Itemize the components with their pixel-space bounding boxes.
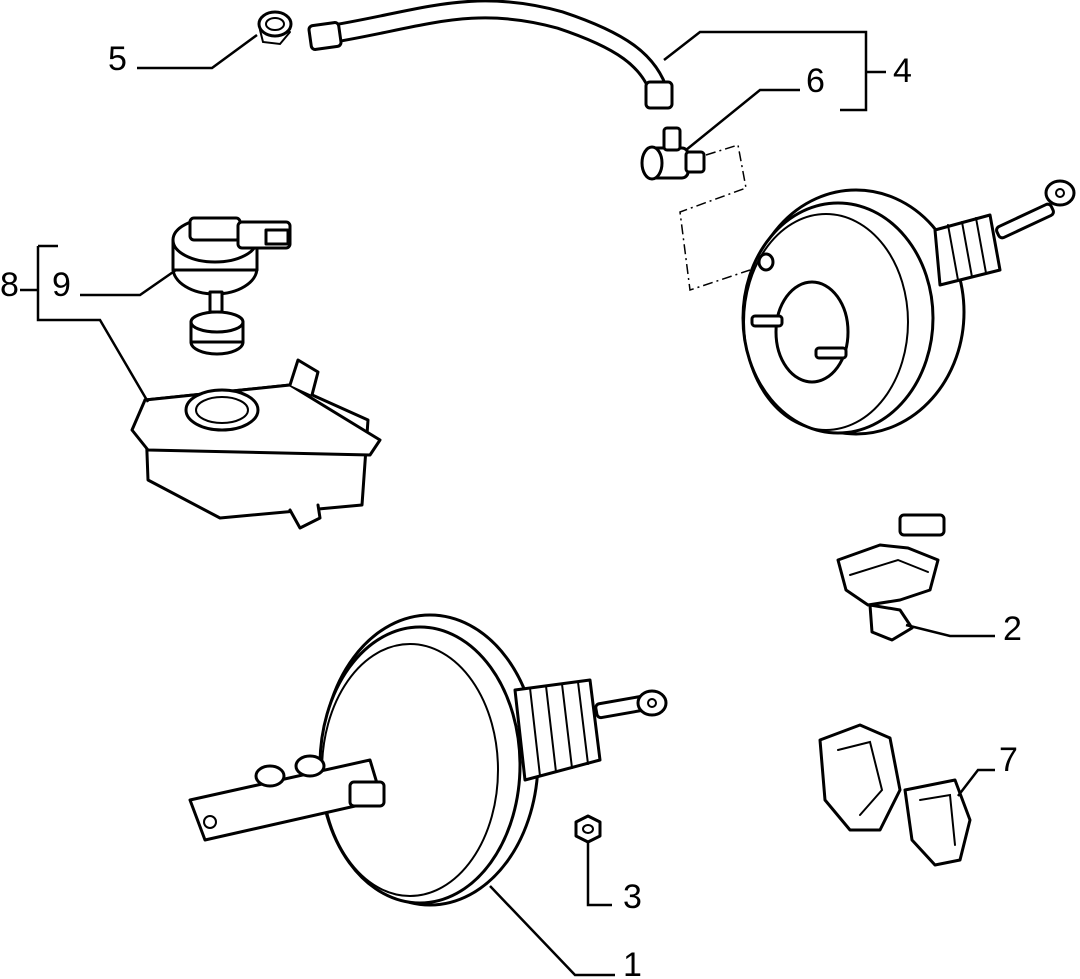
callout-8: 8 xyxy=(0,266,19,304)
callout-numbers: 1 2 3 4 5 6 7 8 9 xyxy=(0,40,1022,979)
callout-5: 5 xyxy=(108,40,127,78)
mounting-nut xyxy=(574,814,602,844)
callout-7: 7 xyxy=(999,741,1018,779)
callout-6: 6 xyxy=(806,62,825,100)
reservoir-cap-with-sensor xyxy=(171,216,292,356)
pipe-bracket-clip xyxy=(818,723,972,867)
callout-4: 4 xyxy=(893,52,912,90)
hose-clamp xyxy=(257,10,293,46)
callout-1: 1 xyxy=(623,946,642,979)
hose-bracket-clip xyxy=(836,513,946,642)
vacuum-hose xyxy=(307,0,674,110)
upper-brake-booster xyxy=(741,179,1076,436)
callout-9: 9 xyxy=(52,266,71,304)
callout-3: 3 xyxy=(623,878,642,916)
check-valve-alignment-line xyxy=(679,144,751,291)
check-valve xyxy=(640,126,706,181)
leader-lines xyxy=(20,30,995,977)
callout-2: 2 xyxy=(1003,610,1022,648)
brake-fluid-reservoir xyxy=(130,358,382,530)
brake-booster-assembly xyxy=(188,613,668,907)
